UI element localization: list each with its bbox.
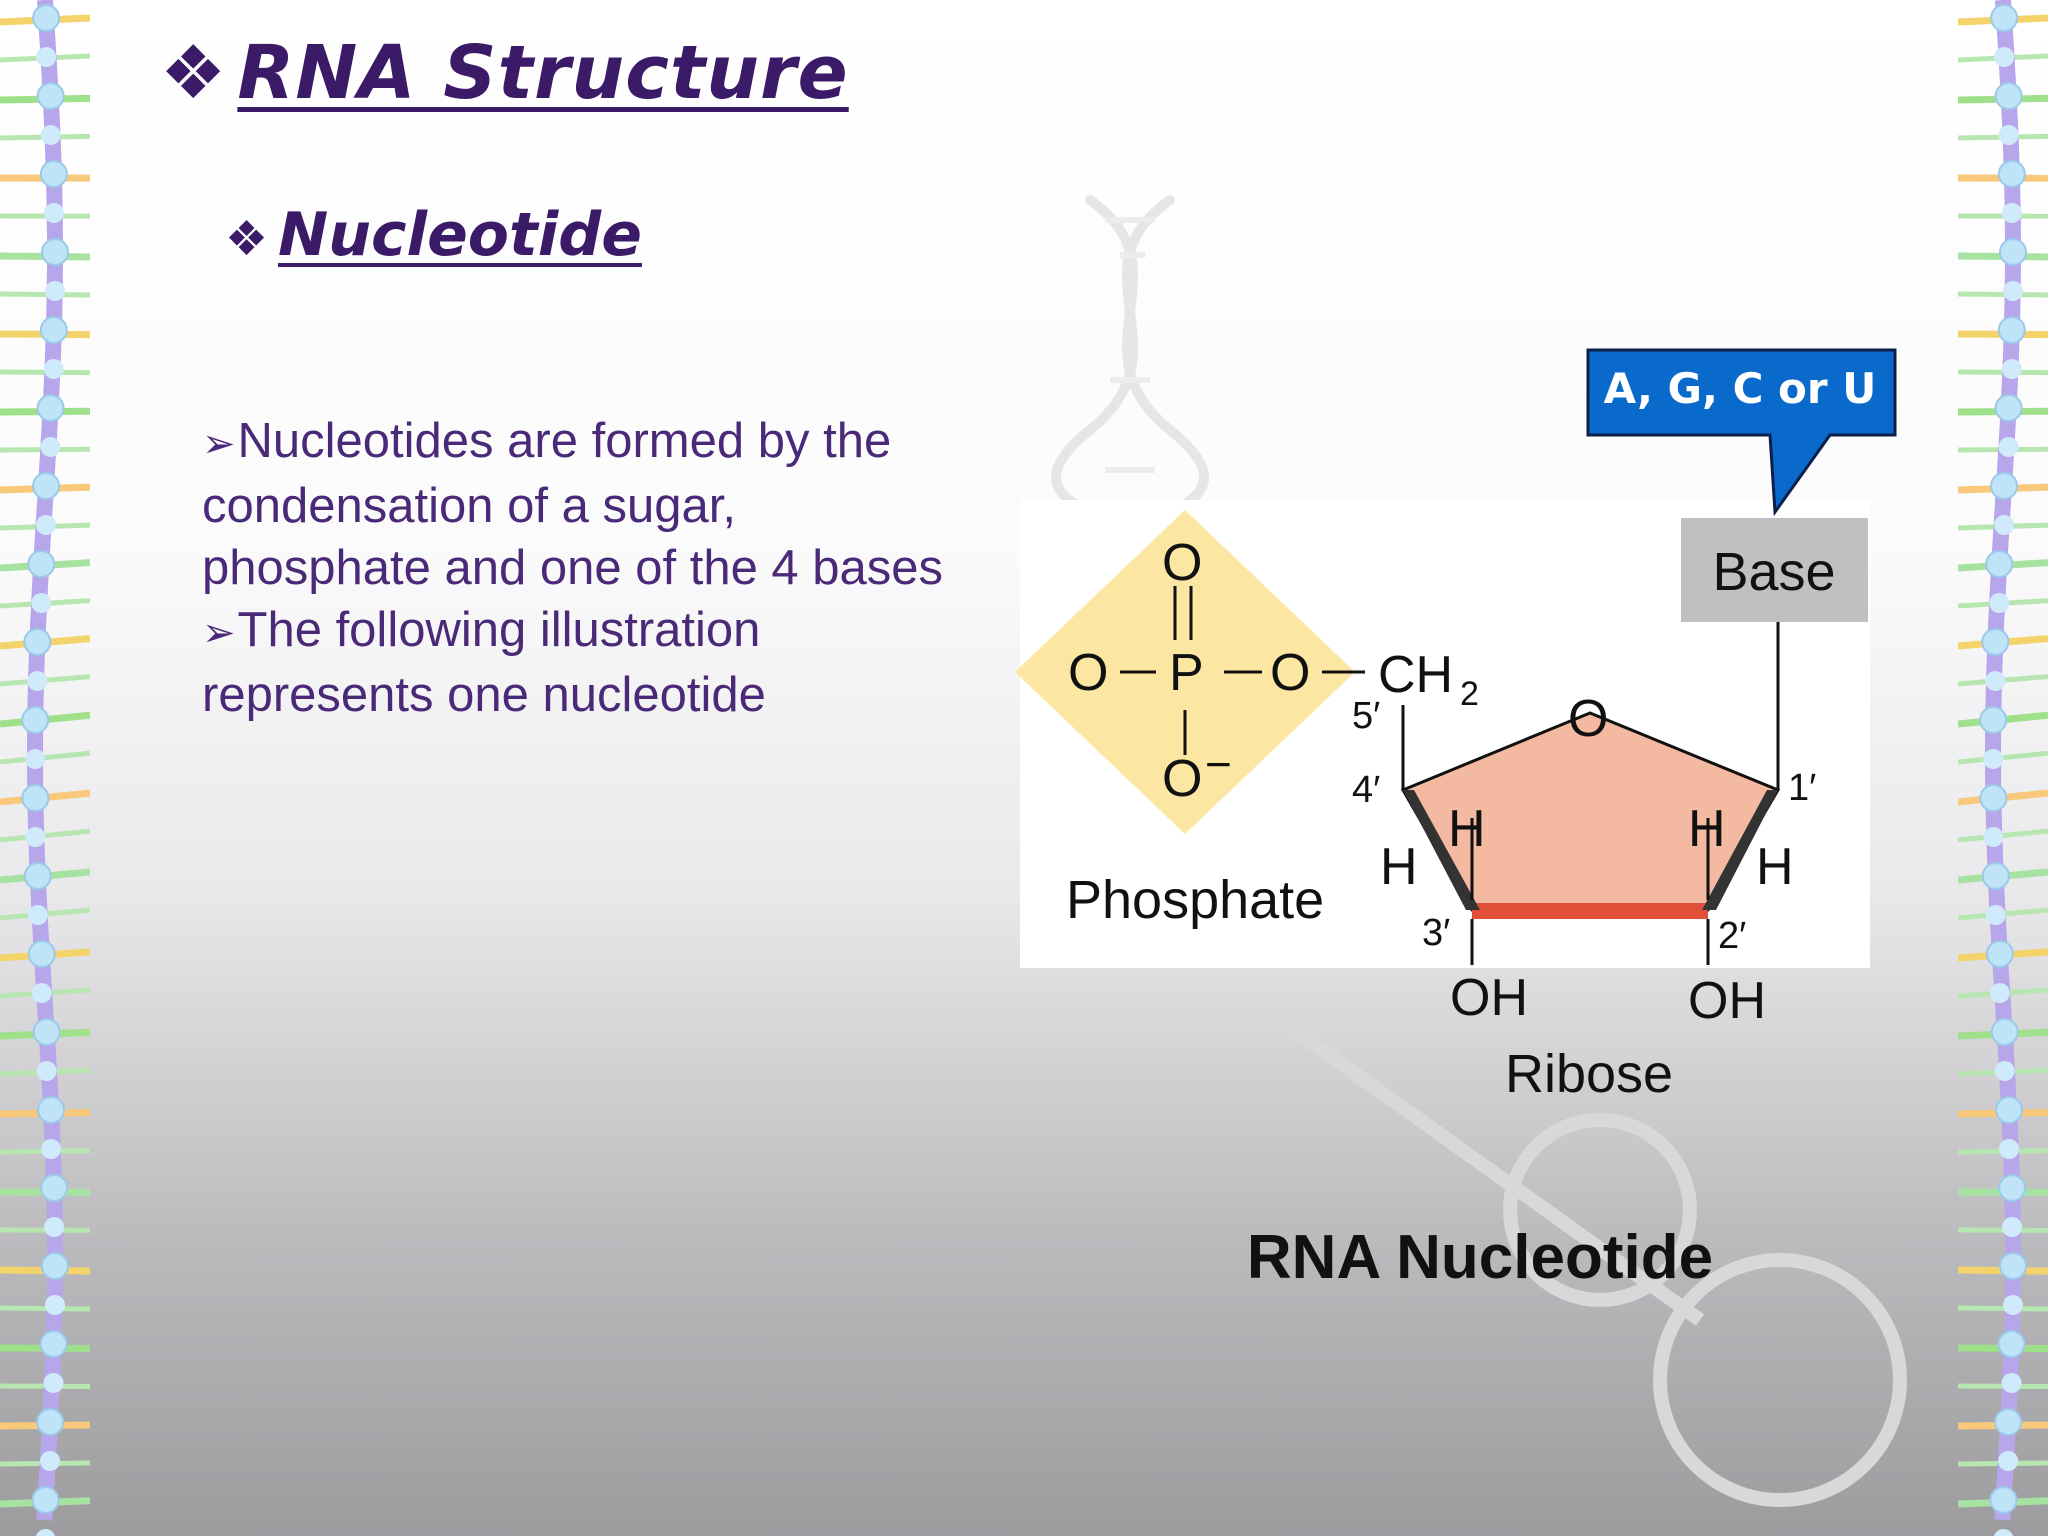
hydroxyl-3-prime: OH	[1450, 969, 1528, 1027]
bullet-point-1: ➢Nucleotides are formed by the condensat…	[202, 414, 944, 595]
hydrogen-outer-right: H	[1756, 838, 1794, 896]
phosphate-oxygen-top: O	[1162, 534, 1202, 592]
phosphate-label: Phosphate	[1066, 870, 1324, 930]
carbon-3-label: 3′	[1422, 912, 1450, 954]
slide-title: ❖RNA Structure	[160, 30, 849, 116]
phosphorus-atom: P	[1169, 644, 1204, 702]
hydroxyl-2-prime: OH	[1688, 972, 1766, 1030]
ring-oxygen: O	[1568, 690, 1608, 748]
ribose-front-edge	[1472, 903, 1708, 919]
hydrogen-inner-right: H	[1688, 800, 1726, 858]
negative-charge: −	[1205, 738, 1232, 790]
carbon-5-label: 5′	[1352, 695, 1380, 737]
hydrogen-outer-left: H	[1380, 838, 1418, 896]
ribose-left-edge	[1403, 790, 1480, 910]
base-box	[1681, 518, 1868, 622]
left-dna-border	[0, 0, 90, 1536]
phosphate-oxygen-left: O	[1068, 644, 1108, 702]
ribose-right-edge	[1702, 790, 1778, 910]
callout-bubble	[1586, 348, 1897, 517]
carbon-4-label: 4′	[1352, 769, 1380, 811]
title-text: RNA Structure	[237, 30, 849, 116]
subtitle-text: Nucleotide	[278, 200, 642, 270]
body-text: ➢Nucleotides are formed by the condensat…	[202, 410, 962, 726]
arrow-bullet-icon: ➢	[202, 611, 236, 655]
hydrogen-inner-left: H	[1448, 800, 1486, 858]
ribose-label: Ribose	[1505, 1044, 1673, 1104]
background-molecule-watermark	[1275, 1014, 1907, 1507]
diamond-bullet-icon: ❖	[225, 211, 269, 267]
diamond-bullet-icon: ❖	[160, 30, 228, 116]
diagram-caption: RNA Nucleotide	[1246, 1223, 1714, 1292]
carbon-1-label: 1′	[1788, 767, 1816, 809]
base-label: Base	[1712, 542, 1835, 602]
phosphate-oxygen-bottom: O	[1162, 750, 1202, 808]
bullet-point-2: ➢The following illustration represents o…	[202, 603, 766, 722]
phosphate-diamond	[1015, 510, 1355, 834]
carbon-2-label: 2′	[1718, 915, 1746, 957]
right-dna-border	[1958, 0, 2048, 1536]
ch2-subscript: 2	[1460, 675, 1479, 713]
ch2-group: CH	[1378, 646, 1453, 704]
slide-subtitle: ❖Nucleotide	[225, 200, 642, 270]
arrow-bullet-icon: ➢	[202, 422, 236, 466]
phosphate-oxygen-right: O	[1270, 644, 1310, 702]
callout-text: A, G, C or U	[1604, 364, 1877, 413]
